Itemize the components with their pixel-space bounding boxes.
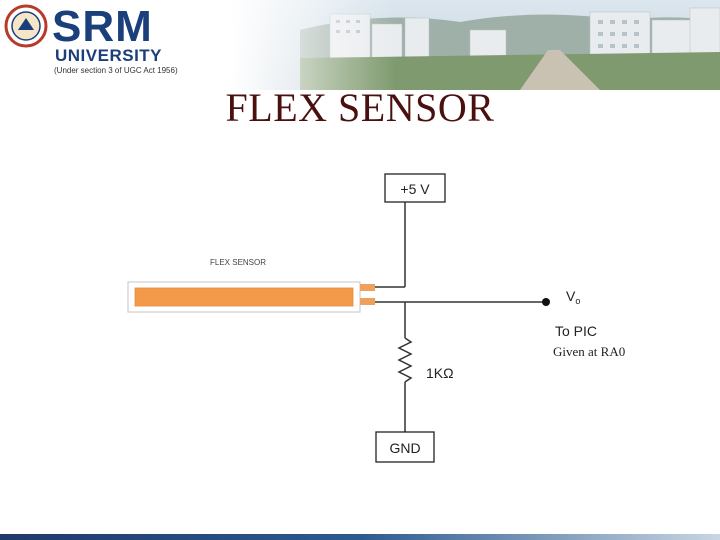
sensor-pad-top [360,284,375,291]
output-node [542,298,550,306]
output-label: Vo [566,288,580,306]
pin-note: Given at RA0 [553,344,625,359]
slide-title: FLEX SENSOR [225,85,495,130]
resistor-label: 1KΩ [426,365,454,381]
ground-label: GND [389,440,420,456]
logo-tagline: (Under section 3 of UGC Act 1956) [54,66,178,75]
header-banner: SRM UNIVERSITY (Under section 3 of UGC A… [0,0,720,90]
sensor-label: FLEX SENSOR [210,258,266,267]
sensor-pad-bottom [360,298,375,305]
logo-wordmark: SRM [52,2,153,51]
university-emblem [4,4,48,48]
supply-box [384,173,446,203]
footer-bar [0,534,720,540]
logo-university: UNIVERSITY [55,46,163,65]
destination-label: To PIC [555,323,597,339]
supply-label: +5 V [400,181,430,197]
sensor-strip [134,287,354,307]
campus-photo [0,0,720,90]
ground-box [375,431,435,463]
resistor-symbol [397,337,413,383]
